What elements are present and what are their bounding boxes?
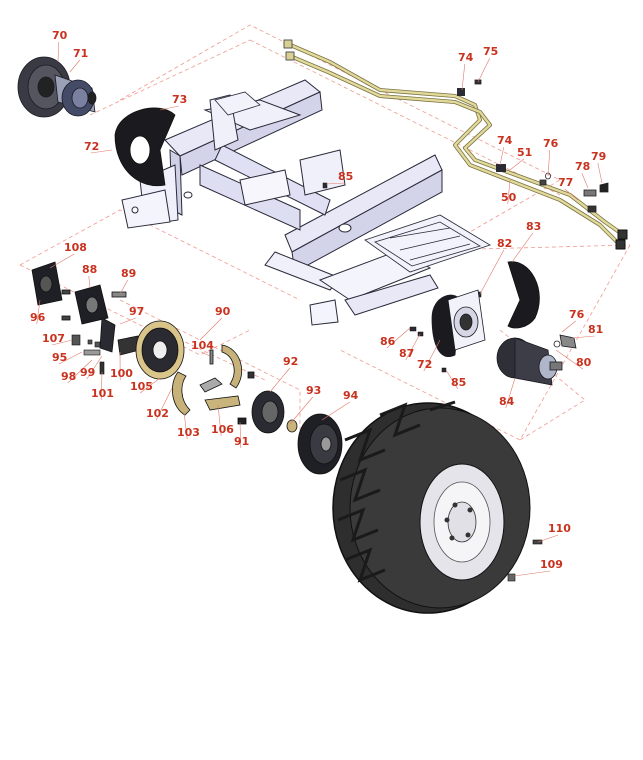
leader-line-83 xyxy=(512,233,533,262)
callout-label-83: 83 xyxy=(526,221,541,233)
leader-line-74 xyxy=(500,147,504,165)
callout-label-84: 84 xyxy=(499,396,514,408)
leader-line-75 xyxy=(478,58,490,82)
callout-label-101: 101 xyxy=(91,388,114,400)
callout-label-106: 106 xyxy=(211,424,234,436)
right-wheel-motor[interactable] xyxy=(497,335,576,385)
leader-line-70 xyxy=(58,42,59,62)
brake-drum-hub[interactable] xyxy=(252,391,297,433)
leader-line-108 xyxy=(50,254,74,268)
leader-line-90 xyxy=(200,318,222,340)
callout-label-70: 70 xyxy=(52,30,67,42)
leader-line-76 xyxy=(548,150,550,176)
brake-shoes[interactable] xyxy=(172,345,254,424)
callout-label-86: 86 xyxy=(380,336,395,348)
callout-label-77: 77 xyxy=(558,177,573,189)
callout-label-76: 76 xyxy=(543,138,558,150)
callout-label-51: 51 xyxy=(517,147,532,159)
callout-label-103: 103 xyxy=(177,427,200,439)
callout-label-72: 72 xyxy=(417,359,432,371)
callout-label-76: 76 xyxy=(569,309,584,321)
leader-line-74 xyxy=(462,64,465,90)
callout-label-105: 105 xyxy=(130,381,153,393)
callout-label-85: 85 xyxy=(451,377,466,389)
callout-label-109: 109 xyxy=(540,559,563,571)
callout-label-87: 87 xyxy=(399,348,414,360)
callout-label-74: 74 xyxy=(497,135,512,147)
callout-label-107: 107 xyxy=(42,333,65,345)
leader-line-82 xyxy=(480,250,504,294)
wheel-tire-assembly[interactable] xyxy=(333,402,530,613)
callout-label-94: 94 xyxy=(343,390,358,402)
callout-label-92: 92 xyxy=(283,356,298,368)
callout-label-110: 110 xyxy=(548,523,571,535)
right-motor-mount[interactable] xyxy=(432,290,485,357)
brake-backing-plate[interactable] xyxy=(136,321,184,379)
leader-line-76 xyxy=(562,321,576,332)
leader-line-109 xyxy=(514,571,550,576)
brake-drum[interactable] xyxy=(298,414,342,474)
callout-label-79: 79 xyxy=(591,151,606,163)
leader-line-81 xyxy=(572,336,595,338)
leader-line-71 xyxy=(70,60,80,72)
leader-line-78 xyxy=(582,173,588,188)
callout-label-72: 72 xyxy=(84,141,99,153)
leader-line-92 xyxy=(270,368,290,392)
callout-label-97: 97 xyxy=(129,306,144,318)
callout-label-88: 88 xyxy=(82,264,97,276)
leader-line-79 xyxy=(598,163,602,183)
callout-label-96: 96 xyxy=(30,312,45,324)
callout-label-73: 73 xyxy=(172,94,187,106)
callout-label-80: 80 xyxy=(576,357,591,369)
callout-label-89: 89 xyxy=(121,268,136,280)
callout-label-75: 75 xyxy=(483,46,498,58)
callout-label-98: 98 xyxy=(61,371,76,383)
callout-label-93: 93 xyxy=(306,385,321,397)
leader-line-88 xyxy=(89,276,90,288)
leader-line-51 xyxy=(510,159,524,170)
leader-line-73 xyxy=(160,106,179,110)
callout-label-90: 90 xyxy=(215,306,230,318)
callout-label-91: 91 xyxy=(234,436,249,448)
callout-label-100: 100 xyxy=(110,368,133,380)
callout-label-108: 108 xyxy=(64,242,87,254)
callout-label-82: 82 xyxy=(497,238,512,250)
callout-label-71: 71 xyxy=(73,48,88,60)
left-wheel-motor[interactable] xyxy=(18,57,96,117)
right-shield-plate[interactable] xyxy=(508,262,539,328)
callout-label-99: 99 xyxy=(80,367,95,379)
callout-label-104: 104 xyxy=(191,340,214,352)
callout-label-78: 78 xyxy=(575,161,590,173)
leader-line-110 xyxy=(538,535,558,542)
callout-label-74: 74 xyxy=(458,52,473,64)
callout-label-85: 85 xyxy=(338,171,353,183)
callout-label-81: 81 xyxy=(588,324,603,336)
callout-label-50: 50 xyxy=(501,192,516,204)
leader-line-94 xyxy=(322,402,350,420)
callout-label-95: 95 xyxy=(52,352,67,364)
callout-label-102: 102 xyxy=(146,408,169,420)
